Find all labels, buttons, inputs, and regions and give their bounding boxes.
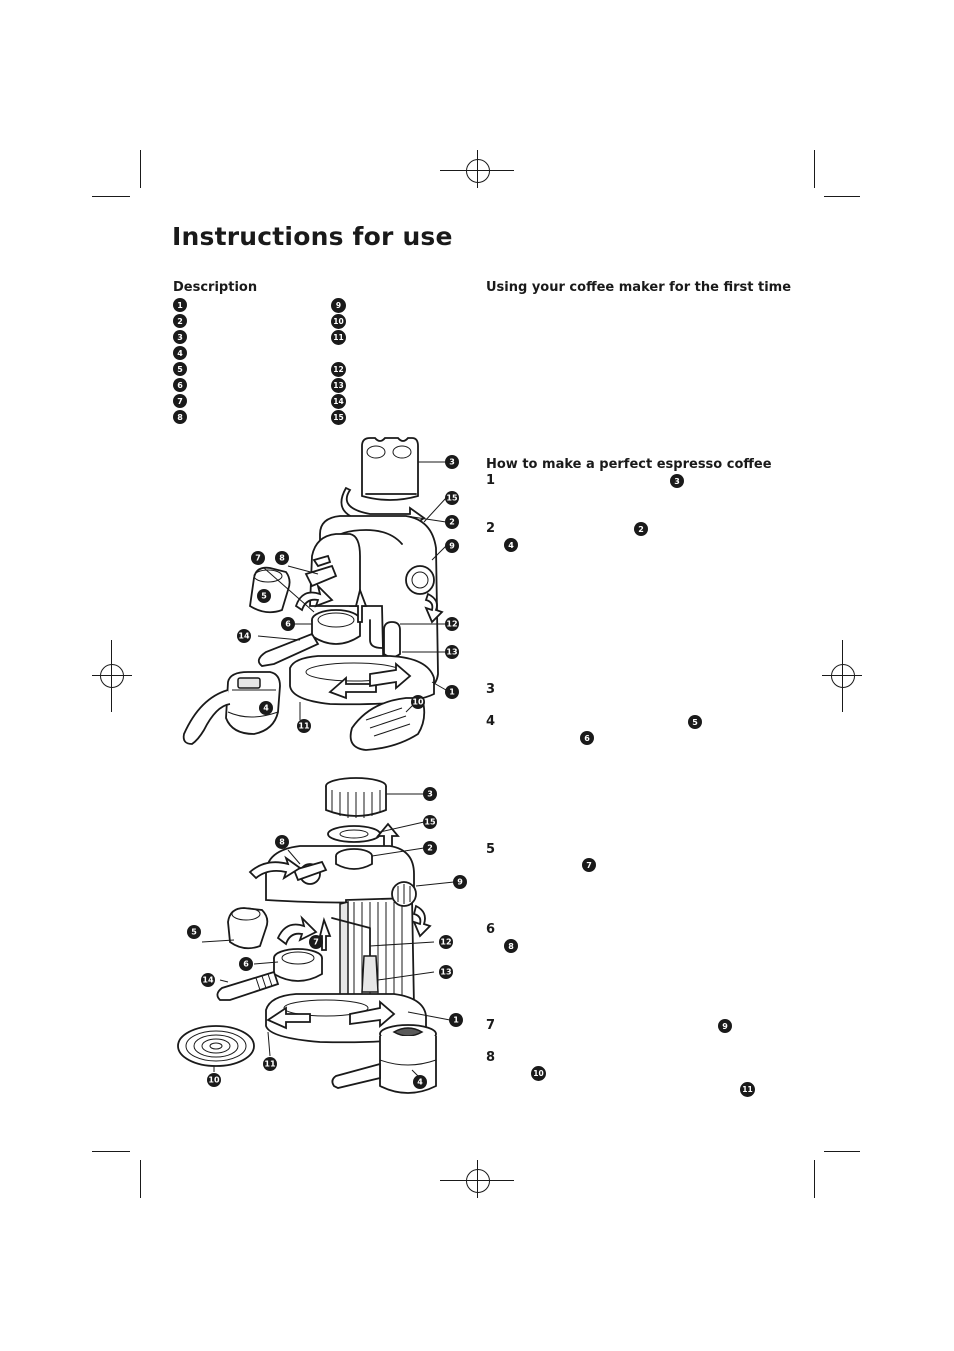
callout-13: 13	[439, 965, 453, 979]
callout-3: 3	[445, 455, 459, 469]
step-ref-badge: 9	[718, 1019, 732, 1033]
callout-11: 11	[297, 719, 311, 733]
callout-label: 11	[264, 1060, 276, 1069]
step-number: 1	[486, 473, 496, 488]
callout-label: 1	[449, 688, 455, 697]
description-number: 11	[331, 330, 346, 345]
callout-label: 3	[449, 458, 455, 467]
step-number: 8	[486, 1050, 496, 1065]
callout-8: 8	[275, 835, 289, 849]
callout-label: 12	[446, 620, 457, 629]
callout-14: 14	[237, 629, 251, 643]
callout-2: 2	[445, 515, 459, 529]
description-number: 5	[173, 362, 187, 376]
step-ref-badge: 11	[740, 1082, 755, 1097]
callout-3: 3	[423, 787, 437, 801]
description-number: 10	[331, 314, 346, 329]
description-number: 14	[331, 394, 346, 409]
callout-label: 7	[255, 554, 261, 563]
description-number: 15	[331, 410, 346, 425]
callout-label: 13	[440, 968, 451, 977]
callout-label: 4	[263, 704, 269, 713]
description-number: 8	[173, 410, 187, 424]
callout-7: 7	[251, 551, 265, 565]
step-ref-badge: 7	[582, 858, 596, 872]
callout-label: 13	[446, 648, 457, 657]
coffee-maker-diagram-bottom: 3 15 8 2 9 5 7 6 12 14 13 1 10 11 4	[177, 777, 467, 1094]
callout-label: 15	[446, 494, 458, 503]
description-number: 7	[173, 394, 187, 408]
description-heading: Description	[173, 280, 258, 295]
espresso-heading: How to make a perfect espresso coffee	[486, 457, 772, 472]
callout-1: 1	[449, 1013, 463, 1027]
callout-9: 9	[453, 875, 467, 889]
callout-5: 5	[187, 925, 201, 939]
callout-label: 1	[453, 1016, 459, 1025]
callout-label: 8	[279, 838, 285, 847]
description-number: 4	[173, 346, 187, 360]
step-number: 5	[486, 842, 496, 857]
callout-7: 7	[309, 935, 323, 949]
page-title: Instructions for use	[172, 222, 453, 251]
step-number: 7	[486, 1018, 496, 1033]
step-ref-badge: 5	[688, 715, 702, 729]
callout-label: 14	[202, 976, 214, 985]
description-number: 1	[173, 298, 187, 312]
callout-8: 8	[275, 551, 289, 565]
callout-label: 2	[449, 518, 455, 527]
callout-label: 15	[424, 818, 436, 827]
description-number: 2	[173, 314, 187, 328]
callout-10: 10	[411, 695, 425, 709]
step-number: 6	[486, 922, 496, 937]
callout-10: 10	[207, 1073, 221, 1087]
callout-12: 12	[445, 617, 459, 631]
callout-label: 9	[449, 542, 455, 551]
callout-15: 15	[423, 815, 437, 829]
description-number: 3	[173, 330, 187, 344]
callout-9: 9	[445, 539, 459, 553]
first-time-heading: Using your coffee maker for the first ti…	[486, 280, 792, 295]
callout-label: 12	[440, 938, 451, 947]
step-number: 4	[486, 714, 496, 729]
callout-6: 6	[239, 957, 253, 971]
callout-label: 2	[427, 844, 433, 853]
callout-4: 4	[259, 701, 273, 715]
callout-label: 7	[313, 938, 319, 947]
step-ref-badge: 3	[670, 474, 684, 488]
coffee-maker-diagram-top: 3 15 2 9 7 8 5 6 14 12 13 1 4 10 11	[182, 437, 459, 751]
step-ref-badge: 2	[634, 522, 648, 536]
callout-label: 11	[298, 722, 310, 731]
callout-label: 14	[238, 632, 250, 641]
callout-11: 11	[263, 1057, 277, 1071]
callout-label: 8	[279, 554, 285, 563]
callout-label: 10	[208, 1076, 220, 1085]
step-number: 2	[486, 521, 496, 536]
callout-label: 10	[412, 698, 424, 707]
step-ref-badge: 6	[580, 731, 594, 745]
description-number: 13	[331, 378, 346, 393]
step-ref-badge: 10	[531, 1066, 546, 1081]
callout-12: 12	[439, 935, 453, 949]
callout-label: 6	[243, 960, 249, 969]
callout-label: 9	[457, 878, 463, 887]
callout-4: 4	[413, 1075, 427, 1089]
callout-15: 15	[445, 491, 459, 505]
callout-1: 1	[445, 685, 459, 699]
description-number: 12	[331, 362, 346, 377]
callout-13: 13	[445, 645, 459, 659]
callout-14: 14	[201, 973, 215, 987]
callout-2: 2	[423, 841, 437, 855]
callout-label: 5	[191, 928, 197, 937]
step-ref-badge: 8	[504, 939, 518, 953]
callout-6: 6	[281, 617, 295, 631]
callout-label: 3	[427, 790, 433, 799]
step-number: 3	[486, 682, 496, 697]
callout-label: 4	[417, 1078, 423, 1087]
step-ref-badge: 4	[504, 538, 518, 552]
description-number: 6	[173, 378, 187, 392]
callout-label: 5	[261, 592, 267, 601]
callout-5: 5	[257, 589, 271, 603]
callout-label: 6	[285, 620, 291, 629]
description-number: 9	[331, 298, 346, 313]
